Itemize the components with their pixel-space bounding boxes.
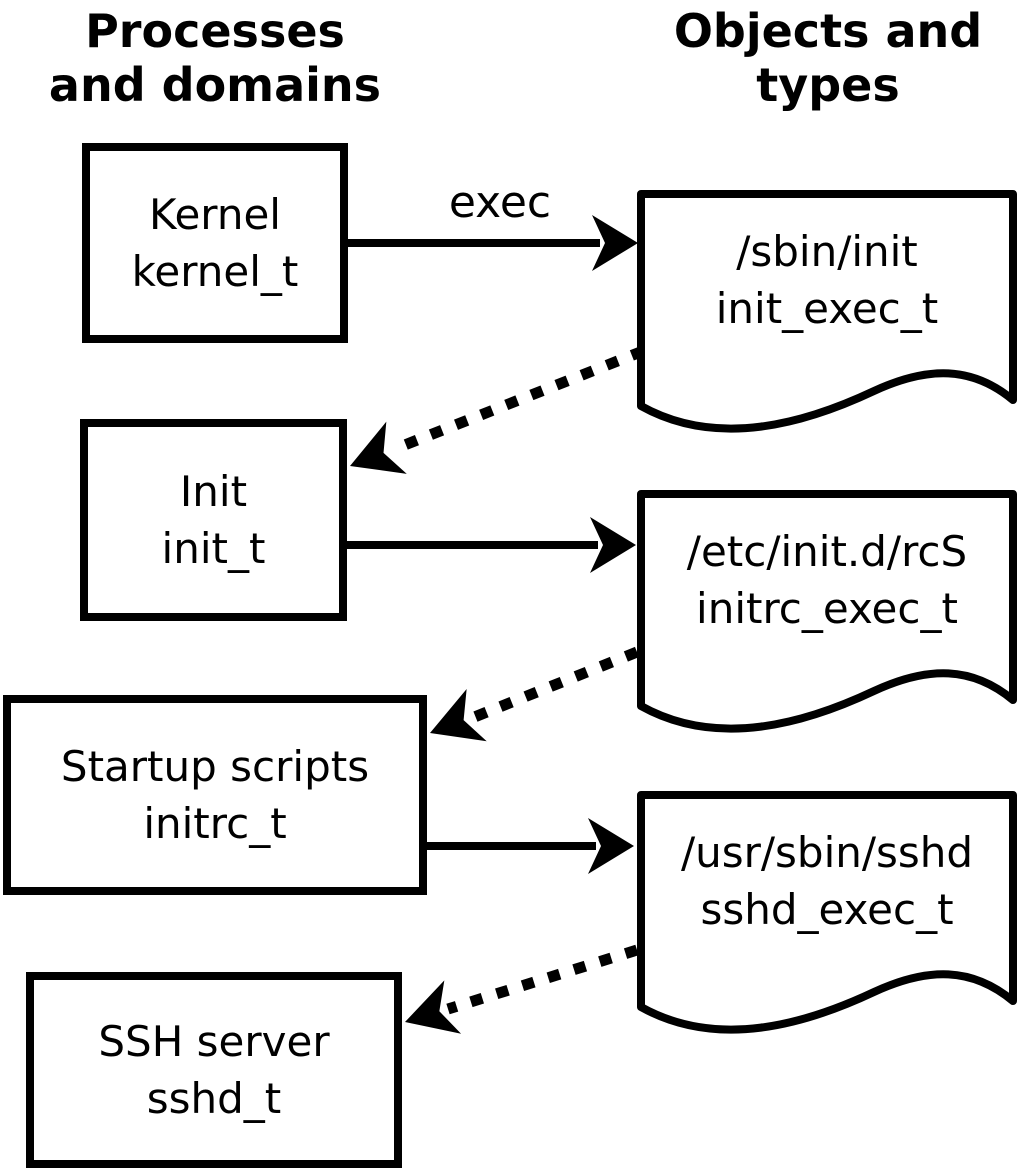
object-file-type: initrc_exec_t bbox=[696, 584, 958, 633]
process-box-ssh-server bbox=[26, 972, 402, 1168]
process-domain-type: kernel_t bbox=[131, 247, 299, 296]
object-label-sbin-init: /sbin/init init_exec_t bbox=[641, 200, 1013, 360]
column-header-line: Objects and bbox=[673, 4, 983, 58]
arrowhead-icon bbox=[405, 980, 462, 1034]
object-path: /usr/sbin/sshd bbox=[680, 828, 974, 877]
arrowhead-icon bbox=[590, 517, 636, 573]
object-path: /etc/init.d/rcS bbox=[686, 527, 968, 576]
process-label-ssh-server: SSH server sshd_t bbox=[26, 972, 402, 1168]
document-shape-usr-sbin-sshd bbox=[637, 791, 1017, 1034]
column-header-objects: Objects and types bbox=[632, 4, 1024, 112]
document-shape-sbin-init bbox=[637, 190, 1017, 433]
object-path: /sbin/init bbox=[736, 227, 918, 276]
column-header-processes: Processes and domains bbox=[0, 4, 430, 112]
object-label-usr-sbin-sshd: /usr/sbin/sshd sshd_exec_t bbox=[641, 801, 1013, 961]
process-domain-type: init_t bbox=[161, 524, 266, 573]
column-header-line: Processes bbox=[85, 4, 345, 58]
arrowhead-icon bbox=[430, 688, 487, 742]
arrowhead-icon bbox=[588, 818, 634, 874]
arrowhead-icon bbox=[592, 215, 638, 271]
exec-arrow-startup-to-sshd bbox=[427, 818, 634, 874]
object-label-etc-initd-rcs: /etc/init.d/rcS initrc_exec_t bbox=[641, 500, 1013, 660]
process-name: Init bbox=[179, 467, 248, 516]
process-domain-type: initrc_t bbox=[143, 799, 287, 848]
process-domain-type: sshd_t bbox=[146, 1074, 282, 1123]
process-box-startup-scripts bbox=[3, 695, 427, 895]
process-label-startup-scripts: Startup scripts initrc_t bbox=[3, 695, 427, 895]
object-file-type: init_exec_t bbox=[715, 284, 939, 333]
document-shape-etc-initd-rcs bbox=[637, 490, 1017, 733]
column-header-line: and domains bbox=[48, 58, 382, 112]
exec-arrow-init-to-rcs bbox=[347, 517, 636, 573]
process-box-init bbox=[80, 419, 347, 621]
exec-arrow-kernel-to-sbin-init bbox=[348, 215, 638, 271]
process-box-kernel bbox=[82, 143, 348, 343]
process-name: SSH server bbox=[98, 1017, 330, 1066]
process-label-kernel: Kernel kernel_t bbox=[82, 143, 348, 343]
arrowhead-icon bbox=[350, 421, 407, 474]
process-label-init: Init init_t bbox=[80, 419, 347, 621]
exec-edge-label: exec bbox=[448, 177, 552, 228]
transition-arrow-sbin-init-to-init bbox=[350, 345, 646, 474]
column-header-line: types bbox=[756, 58, 900, 112]
transition-arrow-rcs-to-startup bbox=[430, 646, 640, 742]
transition-arrow-sshd-to-sshserver bbox=[405, 944, 639, 1034]
process-name: Startup scripts bbox=[60, 742, 370, 791]
object-file-type: sshd_exec_t bbox=[700, 885, 954, 934]
process-name: Kernel bbox=[149, 190, 281, 239]
